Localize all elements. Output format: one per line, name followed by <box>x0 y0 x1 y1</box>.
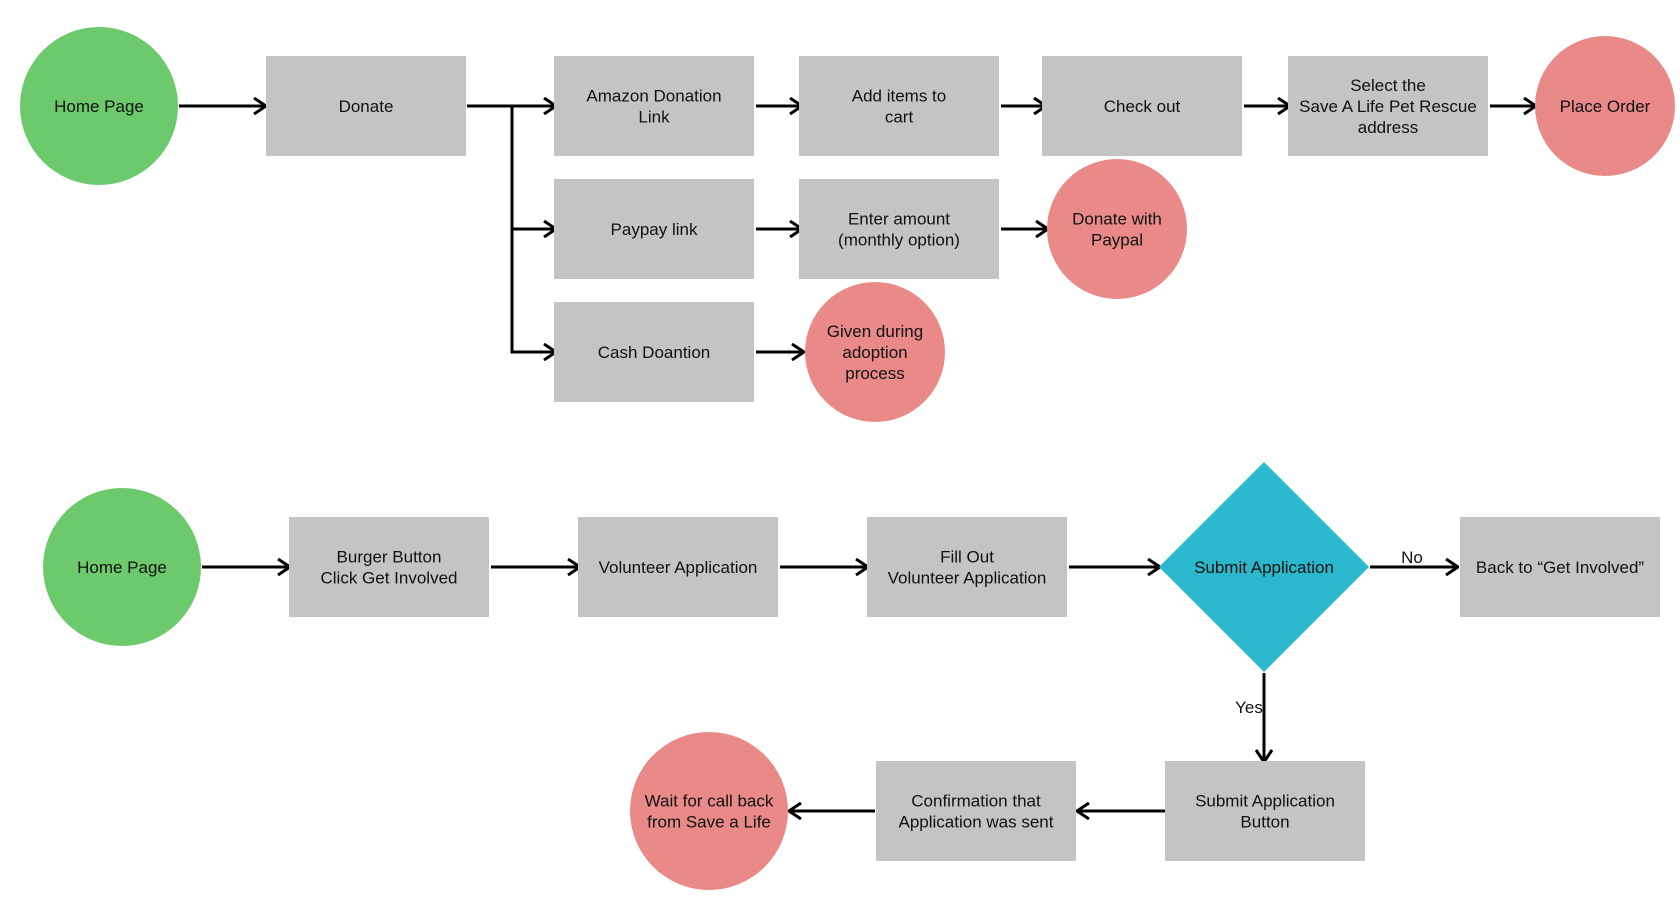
process-box <box>867 517 1067 617</box>
node-label-line: Select the <box>1350 76 1426 95</box>
connector-submitapp-to-backto: No <box>1370 548 1458 567</box>
node-label-line: (monthly option) <box>838 231 960 250</box>
edge-label-yes: Yes <box>1235 698 1263 717</box>
node-backto: Back to “Get Involved” <box>1460 517 1660 617</box>
process-box <box>554 179 754 279</box>
node-label-line: Home Page <box>77 558 167 577</box>
connector-donate-to-paypay <box>510 106 556 229</box>
node-submitapp: Submit Application <box>1159 462 1369 672</box>
node-home2: Home Page <box>43 488 201 646</box>
node-label-line: Enter amount <box>848 210 950 229</box>
process-box <box>554 56 754 156</box>
process-box <box>554 302 754 402</box>
end-circle <box>630 732 788 890</box>
arrow-line <box>510 106 556 229</box>
node-label-line: Amazon Donation <box>586 87 721 106</box>
node-given: Given during adoption process <box>805 282 945 422</box>
process-box <box>266 56 466 156</box>
end-circle <box>1535 36 1675 176</box>
node-wait: Wait for call back from Save a Life <box>630 732 788 890</box>
edge-label-no: No <box>1401 548 1423 567</box>
node-label-line: Wait for call back <box>645 792 774 811</box>
process-box <box>578 517 778 617</box>
node-label-line: Application was sent <box>899 813 1054 832</box>
node-label-line: Check out <box>1104 97 1181 116</box>
node-label-line: Submit Application <box>1194 558 1334 577</box>
arrow-line <box>510 229 556 352</box>
node-label-line: Fill Out <box>940 548 994 567</box>
node-label-line: address <box>1358 118 1418 137</box>
node-label-line: Donate <box>339 97 394 116</box>
process-box <box>1288 56 1488 156</box>
node-label-line: Volunteer Application <box>888 569 1047 588</box>
node-label-line: Home Page <box>54 97 144 116</box>
node-label-line: adoption <box>842 343 907 362</box>
node-label-line: process <box>845 364 905 383</box>
node-label-line: Place Order <box>1560 97 1651 116</box>
node-label-line: Paypal <box>1091 231 1143 250</box>
start-circle <box>43 488 201 646</box>
node-label-line: from Save a Life <box>647 813 771 832</box>
node-additems: Add items to cart <box>799 56 999 156</box>
node-label-line: Donate with <box>1072 210 1162 229</box>
connector-donate-to-cash <box>510 229 556 352</box>
node-label-line: Link <box>638 108 670 127</box>
node-label-line: Save A Life Pet Rescue <box>1299 97 1477 116</box>
node-label-line: cart <box>885 108 914 127</box>
process-box <box>1165 761 1365 861</box>
node-checkout: Check out <box>1042 56 1242 156</box>
node-paypay: Paypay link <box>554 179 754 279</box>
node-home1: Home Page <box>20 27 178 185</box>
connector-submitapp-to-submitbtn: Yes <box>1235 673 1264 762</box>
start-circle <box>20 27 178 185</box>
decision-diamond <box>1159 462 1369 672</box>
node-cash: Cash Doantion <box>554 302 754 402</box>
node-volapp: Volunteer Application <box>578 517 778 617</box>
node-label-line: Back to “Get Involved” <box>1476 558 1645 577</box>
node-label-line: Submit Application <box>1195 792 1335 811</box>
process-box <box>1042 56 1242 156</box>
process-box <box>799 179 999 279</box>
process-box <box>1460 517 1660 617</box>
end-circle <box>1047 159 1187 299</box>
end-circle <box>805 282 945 422</box>
node-label-line: Burger Button <box>337 548 442 567</box>
node-donate: Donate <box>266 56 466 156</box>
node-placeorder: Place Order <box>1535 36 1675 176</box>
process-box <box>876 761 1076 861</box>
node-label-line: Paypay link <box>611 220 698 239</box>
node-label-line: Button <box>1240 813 1289 832</box>
node-label-line: Volunteer Application <box>599 558 758 577</box>
node-enteramount: Enter amount (monthly option) <box>799 179 999 279</box>
node-label-line: Cash Doantion <box>598 343 710 362</box>
process-box <box>289 517 489 617</box>
node-label-line: Given during <box>827 322 923 341</box>
node-label-line: Confirmation that <box>911 792 1041 811</box>
node-label-line: Add items to <box>852 87 947 106</box>
node-label-line: Click Get Involved <box>321 569 458 588</box>
process-box <box>799 56 999 156</box>
